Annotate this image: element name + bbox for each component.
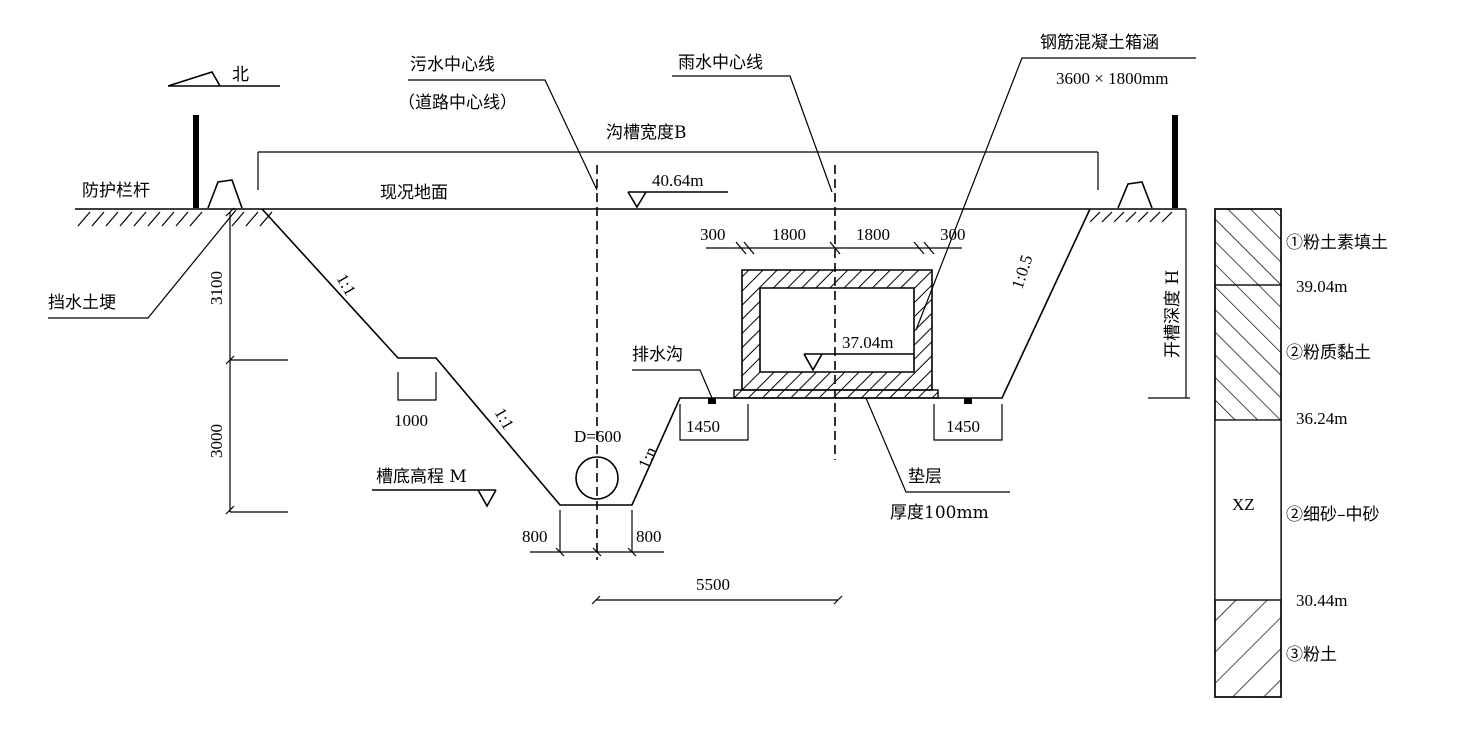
rain-centerline-leader xyxy=(672,75,833,193)
trench-depth-dimension: 开槽深度 H xyxy=(1148,209,1190,399)
drain-ditch-label: 排水沟 xyxy=(632,345,683,365)
soil-layer-1 xyxy=(1214,208,1282,286)
water-berm-left xyxy=(207,179,243,209)
north-label: 北 xyxy=(232,65,249,85)
soil-layer-3-bottom: 30.44m xyxy=(1296,591,1347,610)
soil-layer-1-name: ①粉土素填土 xyxy=(1286,233,1388,253)
sewage-pipe xyxy=(575,456,619,500)
dim-1450-right: 1450 xyxy=(946,417,980,436)
guardrail-label: 防护栏杆 xyxy=(82,181,150,201)
slope-upper-left: 1:1 xyxy=(333,271,360,299)
soil-layer-2 xyxy=(1214,284,1282,421)
trench-outline xyxy=(261,208,1091,506)
drain-ditch-leader xyxy=(632,369,713,399)
trench-bottom-elevation-mark: 槽底高程 M xyxy=(372,467,497,508)
dim-1450-left: 1450 xyxy=(686,417,720,436)
dim-1450-right-group: 1450 xyxy=(933,404,1003,441)
drain-ditch-left xyxy=(708,398,716,404)
slope-pipe: 1:n xyxy=(634,444,660,472)
dim-1800-left: 1800 xyxy=(772,225,806,244)
soil-layer-2-bottom: 36.24m xyxy=(1296,409,1347,428)
box-culvert-leader xyxy=(915,57,1196,331)
sewage-centerline-label: 污水中心线 xyxy=(410,55,495,75)
culvert-bottom-elevation-mark: 37.04m xyxy=(803,333,914,372)
trench-width-dimension: 沟槽宽度B xyxy=(257,123,1099,190)
dim-5500: 5500 xyxy=(696,575,730,594)
dim-1800-right: 1800 xyxy=(856,225,890,244)
soil-layer-4 xyxy=(1214,599,1282,698)
dim-300-left: 300 xyxy=(700,225,726,244)
soil-layer-1-bottom: 39.04m xyxy=(1296,277,1347,296)
drain-ditch-right xyxy=(964,398,972,404)
box-culvert xyxy=(733,269,939,399)
soil-layer-3-name: ②细砂–中砂 xyxy=(1286,505,1380,525)
water-berm-label: 挡水土埂 xyxy=(48,293,116,313)
trench-bottom-label: 槽底高程 M xyxy=(376,467,467,487)
dim-3100: 3100 xyxy=(207,271,226,305)
soil-layer-2-name: ②粉质黏土 xyxy=(1286,343,1371,363)
dim-3000: 3000 xyxy=(207,424,226,458)
soil-layer-3 xyxy=(1214,419,1282,601)
dim-800-group: 800 800 xyxy=(522,510,664,557)
water-berm-right xyxy=(1117,181,1153,209)
water-berm-leader xyxy=(48,209,237,319)
ground-hatch xyxy=(77,211,1173,227)
cushion-layer xyxy=(733,389,939,399)
dim-800-right: 800 xyxy=(636,527,662,546)
rain-centerline-label: 雨水中心线 xyxy=(678,53,763,73)
box-dimension-line: 300 1800 1800 300 xyxy=(700,225,966,255)
dim-1450-left-group: 1450 xyxy=(679,404,749,441)
north-arrow: 北 xyxy=(167,65,280,87)
road-centerline-label: （道路中心线） xyxy=(398,93,517,113)
vertical-dimensions: 3100 3000 xyxy=(207,207,288,515)
soil-column: XZ ①粉土素填土 39.04m ②粉质黏土 36.24m ②细砂–中砂 30.… xyxy=(1214,208,1388,698)
dim-300-right: 300 xyxy=(940,225,966,244)
box-culvert-name: 钢筋混凝土箱涵 xyxy=(1040,33,1159,53)
box-culvert-size: 3600 × 1800mm xyxy=(1056,69,1169,88)
sewage-centerline-leader xyxy=(408,79,598,191)
pipe-diameter: D=600 xyxy=(574,427,621,446)
soil-layer-4-name: ③粉土 xyxy=(1286,645,1337,665)
trench-width-label: 沟槽宽度B xyxy=(606,123,687,143)
ground-elevation: 40.64m xyxy=(652,171,703,190)
cushion-label: 垫层 xyxy=(908,467,942,487)
culvert-bottom-elevation: 37.04m xyxy=(842,333,893,352)
dim-1000: 1000 xyxy=(394,411,428,430)
slope-right: 1:0.5 xyxy=(1008,253,1037,292)
dim-5500-group: 5500 xyxy=(591,575,843,605)
existing-ground-label: 现况地面 xyxy=(380,183,448,203)
dim-1000-group: 1000 xyxy=(394,372,437,430)
trench-depth-label: 开槽深度 H xyxy=(1163,270,1183,358)
ground-elevation-mark: 40.64m xyxy=(627,171,728,209)
cushion-thickness: 厚度100mm xyxy=(890,503,989,523)
dim-800-left: 800 xyxy=(522,527,548,546)
cushion-leader xyxy=(865,397,1010,493)
soil-layer-3-code: XZ xyxy=(1232,495,1255,514)
